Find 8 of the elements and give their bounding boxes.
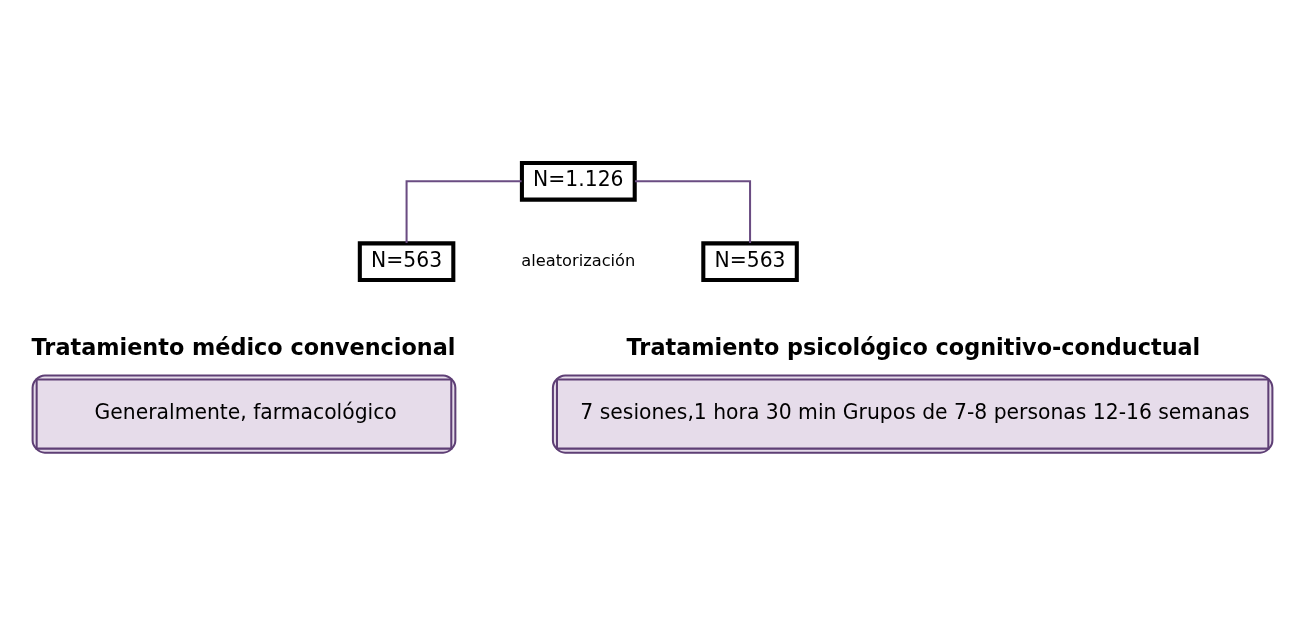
node-label: Tratamiento médico convencional	[31, 333, 456, 360]
node-box: N=1.126	[519, 161, 637, 202]
label: aleatorización	[521, 250, 636, 270]
node-box: N=563	[357, 241, 456, 282]
connector	[405, 180, 522, 243]
node-box: N=563	[701, 241, 799, 282]
node-label: Tratamiento psicológico cognitivo-conductual	[626, 333, 1201, 360]
connector	[635, 180, 752, 243]
